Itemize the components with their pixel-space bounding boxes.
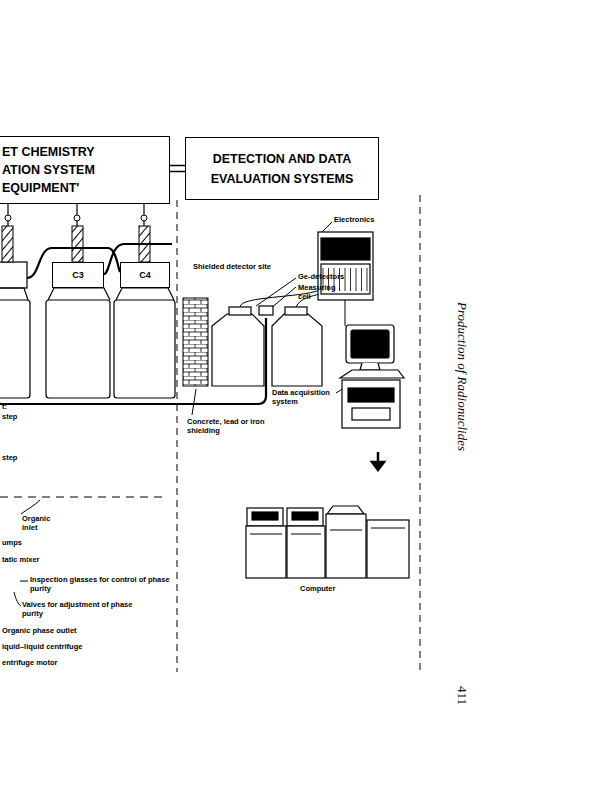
legend-text: umps	[2, 538, 42, 547]
page-number: 411	[454, 686, 470, 705]
flow-arrow	[372, 452, 384, 470]
ge-detector	[212, 306, 322, 386]
centrifuge-unit	[0, 262, 175, 398]
module-slot	[361, 268, 362, 291]
dewar	[272, 314, 322, 386]
part-label: Data acquisition system	[272, 388, 340, 406]
bottle-shoulder	[48, 288, 110, 300]
header-box: ET CHEMISTRY ATION SYSTEM EQUIPMENT'	[0, 136, 170, 204]
cable	[345, 300, 346, 326]
part-label: Shielded detector site	[193, 262, 303, 271]
drive-unit	[287, 508, 323, 526]
module-row	[321, 238, 370, 260]
cabinet	[367, 520, 409, 578]
module-slot	[350, 268, 351, 291]
leader-line	[270, 287, 296, 309]
divider	[420, 195, 421, 672]
centrifuge-label-box: C4	[120, 262, 170, 288]
leader-line	[14, 222, 344, 606]
shaft	[2, 226, 13, 262]
drive-slot	[292, 512, 318, 520]
leader-line	[14, 592, 21, 606]
bottle-shoulder	[0, 288, 28, 300]
valve	[141, 215, 147, 221]
module-slot	[356, 268, 357, 291]
shaft	[72, 226, 83, 262]
part-label: Computer	[300, 584, 360, 593]
desk-unit	[342, 380, 400, 428]
bottle-body	[0, 300, 30, 398]
bottle-body	[46, 300, 110, 398]
drive-unit	[247, 508, 283, 526]
workstation	[340, 325, 404, 428]
keyboard	[340, 370, 404, 378]
centrifuge-head	[0, 262, 27, 288]
screen	[351, 330, 389, 358]
leader-line	[20, 581, 28, 582]
box-text: DETECTION AND DATA EVALUATION SYSTEMS	[195, 149, 370, 189]
legend-text: Organic inlet	[22, 514, 60, 532]
legend-text: tatic mixer	[2, 555, 82, 564]
computer	[246, 506, 409, 578]
motor-shaft	[2, 204, 150, 262]
part-label: Ge-detectors	[298, 272, 358, 281]
leader-line	[322, 222, 332, 232]
monitor-stand	[360, 363, 380, 370]
drive	[352, 408, 390, 420]
valve	[74, 215, 80, 221]
printer	[327, 506, 364, 514]
part-label: Electronics	[334, 215, 394, 224]
legend-text: Organic phase outlet	[2, 626, 122, 635]
shielding-wall	[183, 298, 208, 386]
dewar	[212, 314, 264, 386]
cabinet-trim	[250, 528, 405, 534]
legend-text: step	[2, 453, 32, 462]
legend-text: entrifuge motor	[2, 658, 112, 667]
bottle-shoulder	[116, 288, 174, 300]
module-slot	[367, 268, 368, 291]
box-text: C3	[72, 270, 84, 281]
header-box: DETECTION AND DATA EVALUATION SYSTEMS	[185, 137, 379, 200]
box-text: C4	[139, 270, 151, 281]
bottle-body	[114, 300, 175, 398]
running-head: Production of Radionuclides	[454, 302, 470, 451]
divider	[0, 497, 162, 498]
drive-slot	[252, 512, 278, 520]
legend-text: t:	[2, 402, 32, 411]
legend-text: iquid–liquid centrifuge	[2, 642, 122, 651]
drive	[348, 388, 394, 402]
double-line-connector	[170, 166, 185, 172]
part-label: Concrete, lead or iron shielding	[187, 417, 275, 435]
centrifuge-label-box: C3	[52, 262, 104, 288]
legend-text: Inspection glasses for control of phase …	[30, 575, 170, 593]
cabinet	[326, 514, 366, 578]
leader-line	[21, 500, 40, 514]
module-slot	[345, 268, 346, 291]
monitor	[346, 325, 394, 363]
box-text: ET CHEMISTRY ATION SYSTEM EQUIPMENT'	[2, 143, 127, 197]
legend-text: step	[2, 412, 32, 421]
legend-text: Valves for adjustment of phase purity	[22, 600, 142, 618]
detector-head	[285, 307, 307, 315]
part-label: Measuring cell	[298, 283, 343, 301]
measuring-cell	[259, 306, 273, 315]
valve	[5, 215, 11, 221]
leader-line	[192, 389, 196, 415]
divider	[177, 200, 178, 672]
detector-head	[229, 307, 251, 315]
